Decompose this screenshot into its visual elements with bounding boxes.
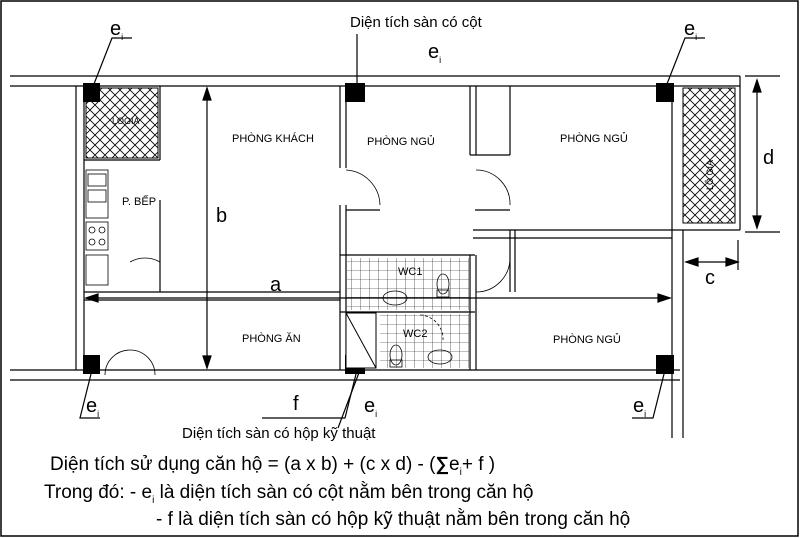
- kitchen-fixtures: [85, 169, 109, 286]
- formula-main-suffix: + f ): [461, 454, 496, 475]
- room-wc2-label: WC2: [403, 328, 427, 340]
- formula-main-e: e: [449, 454, 460, 475]
- column-top-middle: [345, 83, 365, 102]
- room-logia-right-label: LÔ GIA: [705, 160, 715, 190]
- dim-b-label: b: [216, 205, 227, 227]
- e-label-bottom-right: ei: [633, 395, 646, 419]
- e-label-top-right: ei: [684, 18, 697, 42]
- leader-lines: [79, 34, 705, 429]
- e-label-bottom-middle: ei: [364, 395, 377, 419]
- formula-main: Diện tích sử dụng căn hộ = (a x b) + (c …: [50, 454, 495, 478]
- caption-column-area: Diện tích sàn có cột: [350, 14, 483, 31]
- e-label-top-left: ei: [110, 18, 123, 42]
- wc2-tiles: [380, 314, 469, 368]
- formula-main-sub: i: [459, 466, 462, 478]
- room-bed3-label: PHÒNG NGỦ: [553, 333, 621, 346]
- room-logia-left-label: LOGIA: [112, 116, 140, 126]
- e-label-bottom-left: ei: [86, 395, 99, 419]
- doors: [104, 169, 511, 376]
- column-bottom-left: [83, 355, 100, 374]
- formula-main-prefix: Diện tích sử dụng căn hộ = (a x b) + (c …: [50, 454, 436, 475]
- formula-f-line: - f là diện tích sàn có hộp kỹ thuật nằm…: [156, 509, 631, 530]
- formula-where-rest: là diện tích sàn có cột nằm bên trong că…: [154, 482, 534, 503]
- walls: [10, 75, 741, 438]
- dim-d-label: d: [763, 147, 774, 169]
- room-kitchen-label: P. BẾP: [122, 195, 156, 208]
- room-living-label: PHÒNG KHÁCH: [232, 132, 314, 145]
- dimension-lines: [84, 75, 780, 370]
- column-bottom-right: [656, 355, 674, 374]
- column-top-left: [83, 83, 100, 102]
- dim-a-label: a: [270, 274, 282, 296]
- dim-f-label: f: [293, 393, 299, 415]
- room-bed1-label: PHÒNG NGỦ: [367, 135, 435, 148]
- room-wc1-label: WC1: [398, 266, 422, 278]
- formula-where-line: Trong đó: - ei là diện tích sàn có cột n…: [44, 482, 534, 506]
- logia-right-hatch: [682, 87, 736, 224]
- column-top-right: [656, 83, 674, 102]
- sigma-symbol: ∑: [435, 454, 450, 475]
- e-label-top-middle: ei: [428, 41, 441, 65]
- caption-duct-area: Diện tích sàn có hộp kỹ thuật: [182, 425, 376, 442]
- room-dining-label: PHÒNG ĂN: [242, 332, 301, 345]
- formula-where-prefix: Trong đó: - e: [44, 482, 153, 503]
- dim-c-label: c: [705, 267, 715, 289]
- room-bed2-label: PHÒNG NGỦ: [560, 132, 628, 145]
- formula-where-sub: i: [152, 494, 155, 506]
